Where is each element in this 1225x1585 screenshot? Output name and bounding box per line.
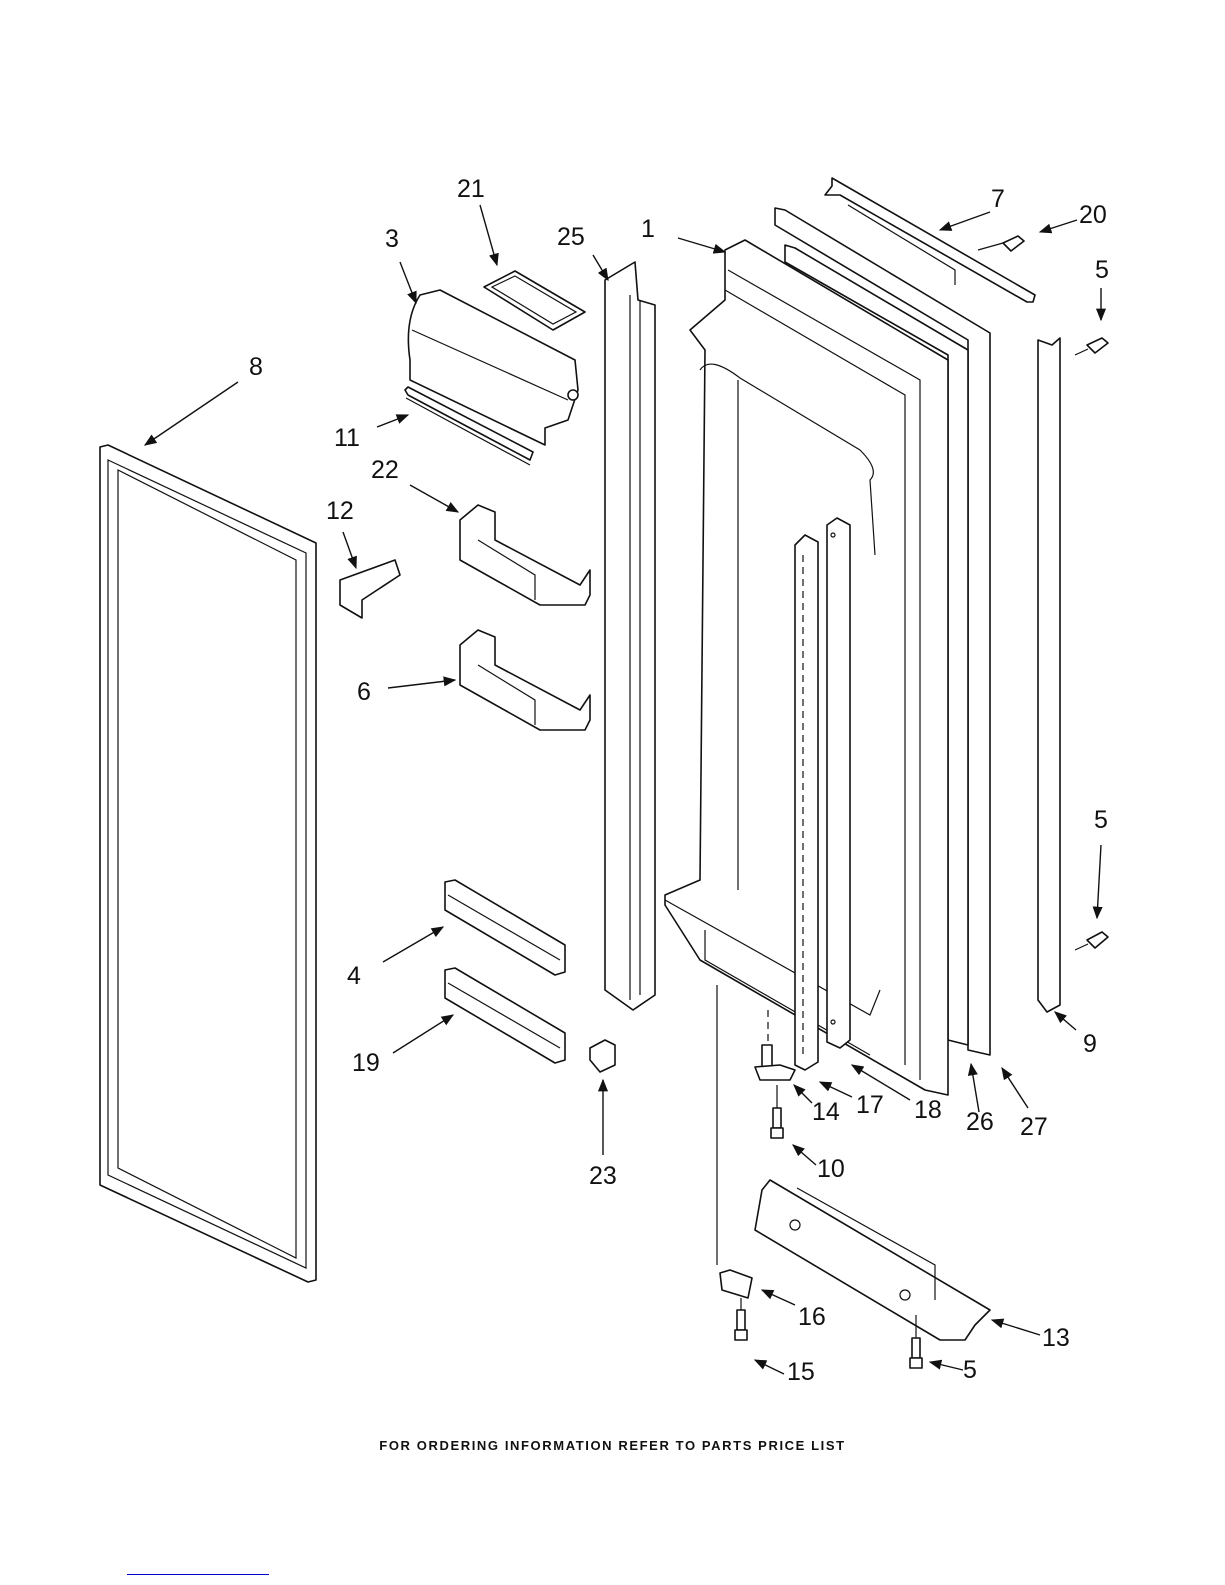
part-5-screw-top[interactable] (1086, 337, 1109, 354)
callout-27: 27 (1020, 1113, 1048, 1141)
part-8-door-gasket[interactable] (99, 444, 317, 1283)
callout-5-bottom: 5 (963, 1356, 977, 1384)
part-5-screw-middle[interactable] (1086, 931, 1109, 949)
assembly-lines (716, 242, 1089, 1338)
callout-15: 15 (787, 1358, 815, 1386)
callout-labels: 21 3 25 1 7 20 5 8 11 22 12 6 5 4 19 23 … (249, 175, 1109, 1386)
part-5-screw-bottom[interactable] (909, 1337, 923, 1369)
ordering-info-note: FOR ORDERING INFORMATION REFER TO PARTS … (379, 1438, 846, 1453)
part-14-hinge[interactable] (754, 1044, 796, 1081)
callout-4: 4 (347, 962, 361, 990)
part-19-trim[interactable] (444, 967, 566, 1064)
callout-5-top: 5 (1095, 256, 1109, 284)
callout-9: 9 (1083, 1030, 1097, 1058)
callout-14: 14 (812, 1098, 840, 1126)
callout-19: 19 (352, 1049, 380, 1077)
callout-8: 8 (249, 353, 263, 381)
part-25-strip[interactable] (604, 261, 656, 1011)
part-22-bracket[interactable] (459, 504, 591, 606)
part-6-bracket[interactable] (459, 629, 591, 731)
callout-20: 20 (1079, 201, 1107, 229)
part-10-screw[interactable] (770, 1107, 784, 1139)
callout-10: 10 (817, 1155, 845, 1183)
part-16-hinge-block[interactable] (719, 1269, 753, 1299)
callout-18: 18 (914, 1096, 942, 1124)
callout-22: 22 (371, 456, 399, 484)
part-7-top-trim[interactable] (824, 177, 1036, 303)
part-12-clip[interactable] (339, 559, 401, 619)
part-17-strip[interactable] (794, 534, 819, 1071)
callout-1: 1 (641, 215, 655, 243)
callout-26: 26 (966, 1108, 994, 1136)
callout-7: 7 (991, 185, 1005, 213)
callout-16: 16 (798, 1303, 826, 1331)
callout-13: 13 (1042, 1324, 1070, 1352)
part-21-bin[interactable] (483, 270, 586, 331)
part-18-strip[interactable] (826, 517, 851, 1049)
part-15-screw[interactable] (734, 1309, 748, 1341)
part-20-screw[interactable] (1002, 235, 1025, 252)
callout-17: 17 (856, 1091, 884, 1119)
part-9-side-trim[interactable] (1037, 337, 1061, 1013)
callout-3: 3 (385, 225, 399, 253)
leader-lines (143, 204, 1107, 1375)
part-4-trim[interactable] (444, 879, 566, 976)
part-23-clip[interactable] (589, 1039, 616, 1073)
callout-11: 11 (334, 424, 360, 452)
part-13-bracket[interactable] (754, 1179, 991, 1341)
part-11-trim[interactable] (404, 386, 534, 466)
callout-21: 21 (457, 175, 485, 203)
callout-6: 6 (357, 678, 371, 706)
callout-12: 12 (326, 497, 354, 525)
callout-23: 23 (589, 1162, 617, 1190)
callout-5-middle: 5 (1094, 806, 1108, 834)
part-3-housing[interactable] (407, 289, 579, 446)
link-underline[interactable] (127, 1574, 269, 1575)
part-26-panel[interactable] (784, 244, 969, 1046)
callout-25: 25 (557, 223, 585, 251)
